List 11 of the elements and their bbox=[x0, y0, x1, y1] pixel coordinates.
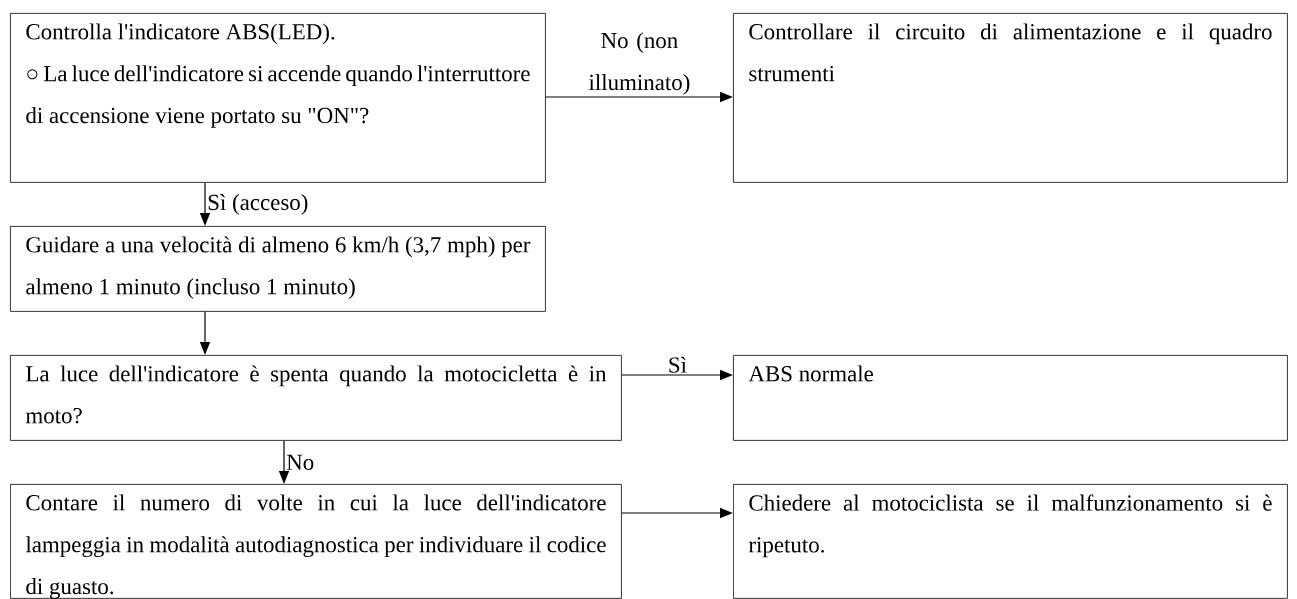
process-box: La luce dell'indicatore è spenta quando la motocicletta è in moto? bbox=[10, 355, 622, 441]
process-box: ABS normale bbox=[733, 355, 1288, 441]
process-box: Contare il numero di volte in cui la luce dell'indicatore lampeggia in modalità autodiagnostica per individuare il codice di guasto. bbox=[10, 484, 622, 599]
edge-label: No (non illuminato) bbox=[589, 32, 690, 95]
edge-label: No bbox=[286, 454, 314, 470]
edge-label: Sì bbox=[669, 356, 687, 373]
edge-label: Sì (acceso) bbox=[208, 194, 308, 215]
process-box: Guidare a una velocità di almeno 6 km/h (3,7 mph) per almeno 1 minuto (incluso 1 minuto) bbox=[10, 226, 546, 312]
process-box: Chiedere al motociclista se il malfunzionamento si è ripetuto. bbox=[733, 484, 1288, 599]
process-box: Controllare il circuito di alimentazione e il quadro strumenti bbox=[733, 13, 1288, 183]
process-box: Controlla l'indicatore ABS(LED). ○ La luce dell'indicatore si accende quando l'interruttore di accensione viene portato su "ON"? bbox=[10, 13, 546, 183]
